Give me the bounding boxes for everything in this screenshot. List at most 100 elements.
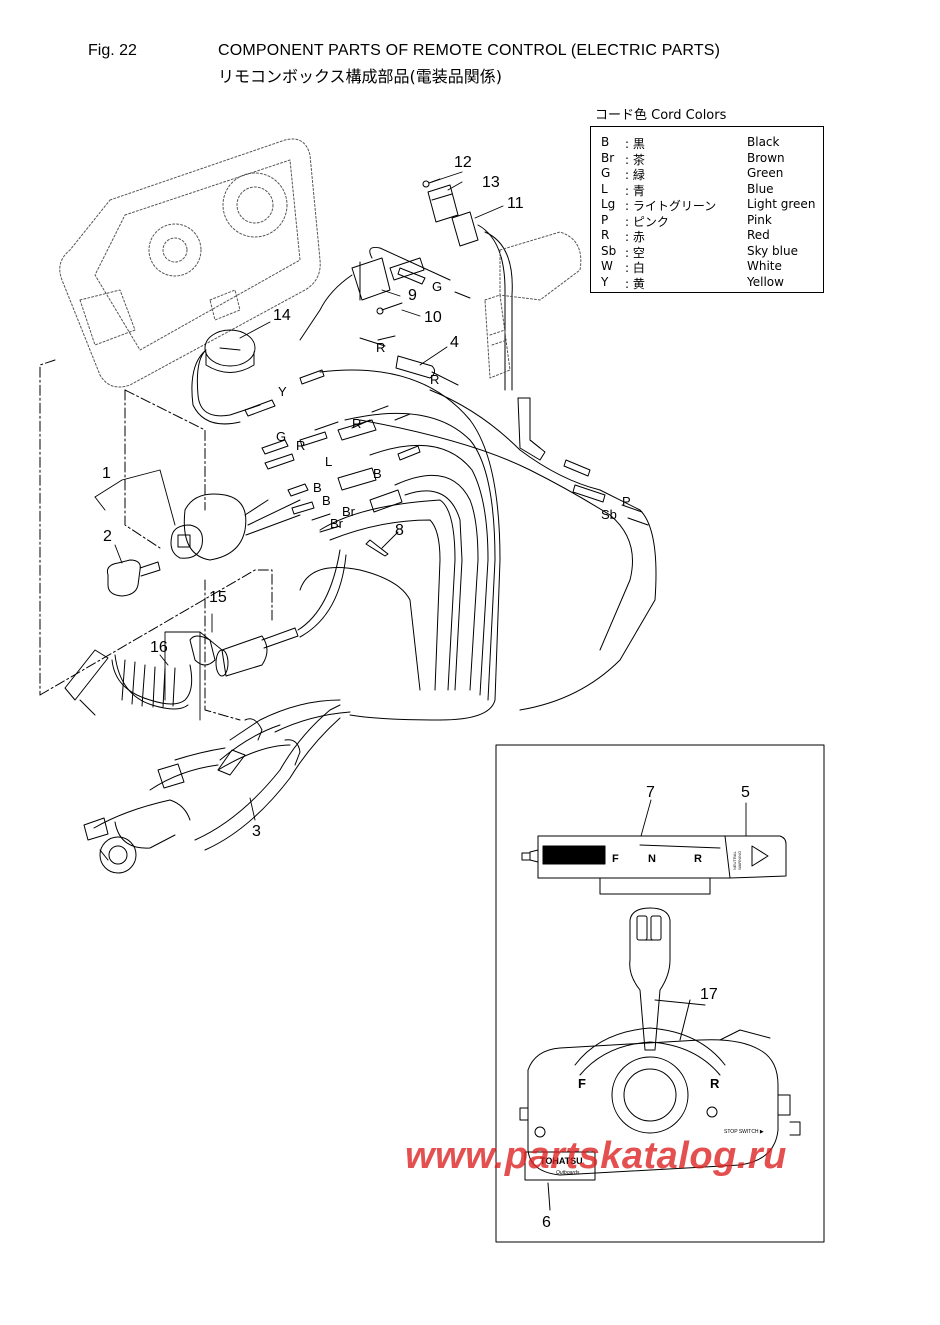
legend-english: Pink	[747, 212, 772, 227]
connector-sleeve	[359, 337, 459, 386]
legend-english: Light green	[747, 197, 816, 211]
trim-f-letter: F	[612, 853, 619, 865]
wire-label-r: R	[296, 438, 305, 453]
wire-label-g: G	[432, 279, 442, 294]
legend-row: Sb : 空 Sky blue	[591, 244, 823, 260]
wire-label-b: B	[322, 493, 331, 508]
lever-f-letter: F	[578, 1076, 586, 1091]
legend-english: Blue	[747, 181, 774, 196]
callout-11: 11	[507, 195, 524, 212]
legend-code: Y	[601, 274, 609, 289]
neutral-switch	[299, 247, 451, 341]
callout-10: 10	[424, 309, 442, 326]
legend-english: Yellow	[747, 274, 784, 289]
control-handle-ghost	[484, 231, 582, 379]
callout-3: 3	[252, 823, 261, 840]
bullet-connectors	[244, 267, 649, 533]
callout-7: 7	[646, 784, 655, 801]
legend-code: G	[601, 166, 611, 180]
callout-6: 6	[542, 1214, 551, 1231]
main-switch	[170, 493, 301, 561]
legend-row: B : 黒 Black	[591, 135, 823, 151]
legend-row: Br : 茶 Brown	[591, 151, 823, 167]
legend-code: P	[601, 212, 609, 227]
legend-english: Green	[747, 166, 784, 180]
lanyard-cord	[64, 649, 193, 716]
callout-14: 14	[273, 307, 291, 324]
neutral-label: NEUTRAL	[732, 851, 737, 870]
brand-subtitle: Outboards	[556, 1170, 580, 1176]
leader-lines	[39, 359, 273, 721]
legend-japanese: : 黄	[625, 276, 645, 291]
legend-japanese: : 緑	[625, 168, 645, 182]
page-title: COMPONENT PARTS OF REMOTE CONTROL (ELECT…	[218, 42, 721, 59]
callout-2: 2	[103, 528, 112, 545]
watermark: www.partskatalog.ru	[405, 1135, 787, 1177]
wire-label-g: G	[276, 429, 286, 444]
legend-row: L : 青 Blue	[591, 182, 823, 198]
callout-12: 12	[454, 154, 472, 171]
legend-row: Y : 黄 Yellow	[591, 275, 823, 291]
wire-label-p: P	[622, 494, 631, 509]
trim-n-letter: N	[648, 853, 656, 865]
control-body	[519, 999, 801, 1211]
trim-r-letter: R	[694, 853, 702, 865]
warning-label: WARNING	[737, 851, 742, 870]
legend-japanese: : ライトグリーン	[625, 199, 717, 213]
callout-13: 13	[482, 174, 500, 191]
wire-label-b: B	[313, 480, 322, 495]
cord-color-legend-title: コード色 Cord Colors	[595, 108, 727, 123]
legend-code: B	[601, 135, 610, 149]
callout-4: 4	[450, 334, 459, 351]
legend-japanese: : ピンク	[625, 214, 669, 229]
legend-english: White	[747, 259, 782, 273]
page-title-japanese: リモコンボックス構成部品(電装品関係)	[218, 67, 503, 86]
callout-leaders	[94, 171, 504, 821]
callout-1: 1	[102, 465, 111, 482]
legend-code: Sb	[601, 243, 617, 258]
callout-8: 8	[395, 522, 404, 539]
trim-indicator-panel	[521, 835, 787, 895]
legend-code: Lg	[601, 197, 616, 211]
screw	[376, 302, 403, 315]
legend-japanese: : 茶	[625, 152, 645, 167]
legend-japanese: : 赤	[625, 230, 645, 244]
legend-english: Red	[747, 228, 770, 242]
legend-code: L	[601, 181, 608, 196]
callout-15: 15	[209, 589, 227, 606]
legend-row: W : 白 White	[591, 259, 823, 275]
legend-english: Sky blue	[747, 243, 798, 258]
wire-label-b: B	[373, 466, 382, 481]
warning-buzzer	[191, 329, 261, 425]
remote-control-housing	[59, 138, 321, 388]
brand-logo-text: TOHATSU	[540, 1156, 583, 1166]
legend-code: Br	[601, 150, 615, 165]
legend-japanese: : 白	[625, 261, 645, 275]
callout-9: 9	[408, 287, 417, 304]
legend-code: R	[601, 228, 610, 242]
legend-row: Lg : ライトグリーン Light green	[591, 197, 823, 213]
wire-label-br: Br	[342, 504, 356, 519]
control-lever	[629, 907, 706, 1051]
wire-label-br: Br	[330, 516, 344, 531]
legend-english: Brown	[747, 150, 785, 165]
callout-5: 5	[741, 784, 750, 801]
wire-clip	[365, 539, 389, 557]
cord-color-legend: B : 黒 Black Br : 茶 Brown G : 緑 Green L :…	[590, 126, 824, 293]
trim-switch-parts	[422, 178, 513, 391]
legend-japanese: : 空	[625, 245, 645, 260]
lever-r-letter: R	[710, 1076, 720, 1091]
callout-17: 17	[700, 986, 718, 1003]
stop-switch-label: STOP SWITCH ▶	[724, 1129, 764, 1135]
wire-label-r: R	[352, 416, 361, 431]
legend-row: R : 赤 Red	[591, 228, 823, 244]
wire-label-r: R	[430, 372, 439, 387]
inset-frame	[495, 744, 825, 1243]
trim-plug	[517, 397, 546, 461]
legend-row: P : ピンク Pink	[591, 213, 823, 229]
callout-16: 16	[150, 639, 168, 656]
legend-japanese: : 青	[625, 183, 645, 198]
legend-code: W	[601, 259, 613, 273]
inset-callout-leaders	[640, 799, 747, 837]
